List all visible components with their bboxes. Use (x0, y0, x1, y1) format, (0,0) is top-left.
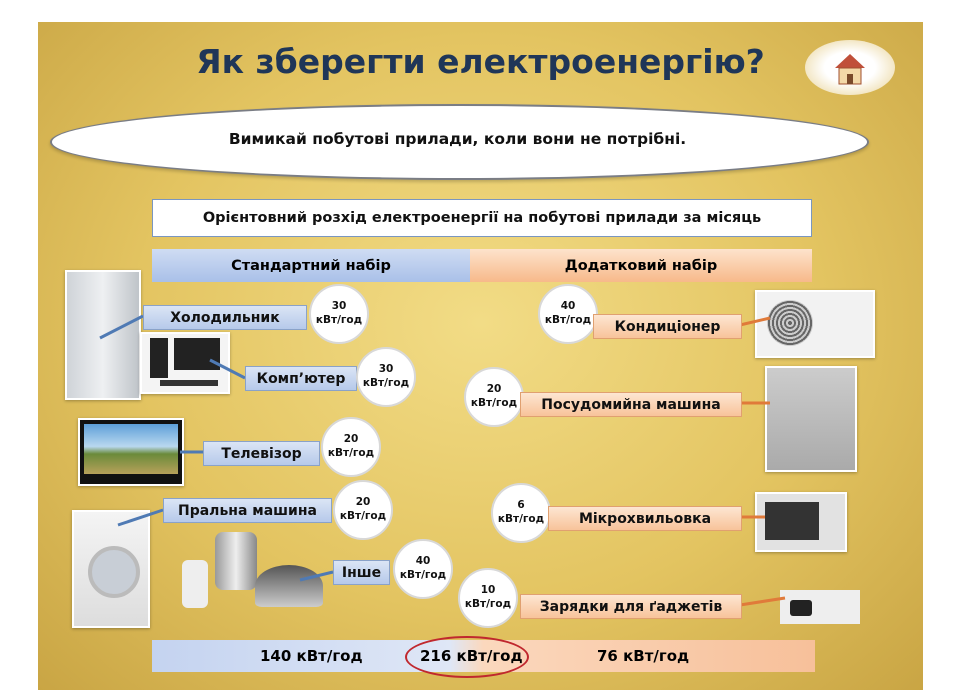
house-icon (805, 40, 895, 95)
unit: кВт/год (399, 569, 447, 581)
unit: кВт/год (544, 314, 592, 326)
page-title: Як зберегти електроенергію? (196, 42, 765, 81)
computer-image (140, 332, 230, 394)
microwave-image (755, 492, 847, 552)
standard-total: 140 кВт/год (260, 647, 363, 665)
dishwasher-image (765, 366, 857, 472)
tip-cloud (50, 104, 869, 180)
washing-machine-image (72, 510, 150, 628)
additional-total: 76 кВт/год (597, 647, 690, 665)
value: 40 (560, 300, 576, 313)
standard-header: Стандартний набір (152, 249, 470, 282)
tip-text: Вимикай побутові прилади, коли вони не п… (228, 130, 687, 148)
hairdryer-image (182, 560, 208, 608)
item-microwave: Мікрохвильовка (548, 506, 742, 531)
total-highlight-ring (405, 636, 529, 678)
value: 20 (355, 496, 371, 509)
kettle-image (215, 532, 257, 590)
value: 20 (486, 383, 502, 396)
item-dishwasher: Посудомийна машина (520, 392, 742, 417)
tv-image (78, 418, 184, 486)
value: 6 (517, 499, 525, 512)
value: 10 (480, 584, 496, 597)
table-title: Орієнтовний розхід електроенергії на поб… (152, 199, 812, 237)
unit: кВт/год (327, 447, 375, 459)
item-chargers: Зарядки для ґаджетів (520, 594, 742, 619)
item-air-conditioner: Кондиціонер (593, 314, 742, 339)
air-conditioner-image (755, 290, 875, 358)
value: 40 (415, 555, 431, 568)
unit: кВт/год (339, 510, 387, 522)
unit: кВт/год (497, 513, 545, 525)
additional-header: Додатковий набір (470, 249, 812, 282)
unit: кВт/год (315, 314, 363, 326)
unit: кВт/год (464, 598, 512, 610)
item-fridge: Холодильник (143, 305, 307, 330)
item-tv: Телевізор (203, 441, 320, 466)
value: 30 (378, 363, 394, 376)
unit: кВт/год (470, 397, 518, 409)
item-washing-machine: Пральна машина (163, 498, 332, 523)
iron-image (255, 565, 323, 607)
charger-image (780, 590, 860, 624)
item-computer: Комп’ютер (245, 366, 357, 391)
value: 20 (343, 433, 359, 446)
value: 30 (331, 300, 347, 313)
unit: кВт/год (362, 377, 410, 389)
item-other: Інше (333, 560, 390, 585)
